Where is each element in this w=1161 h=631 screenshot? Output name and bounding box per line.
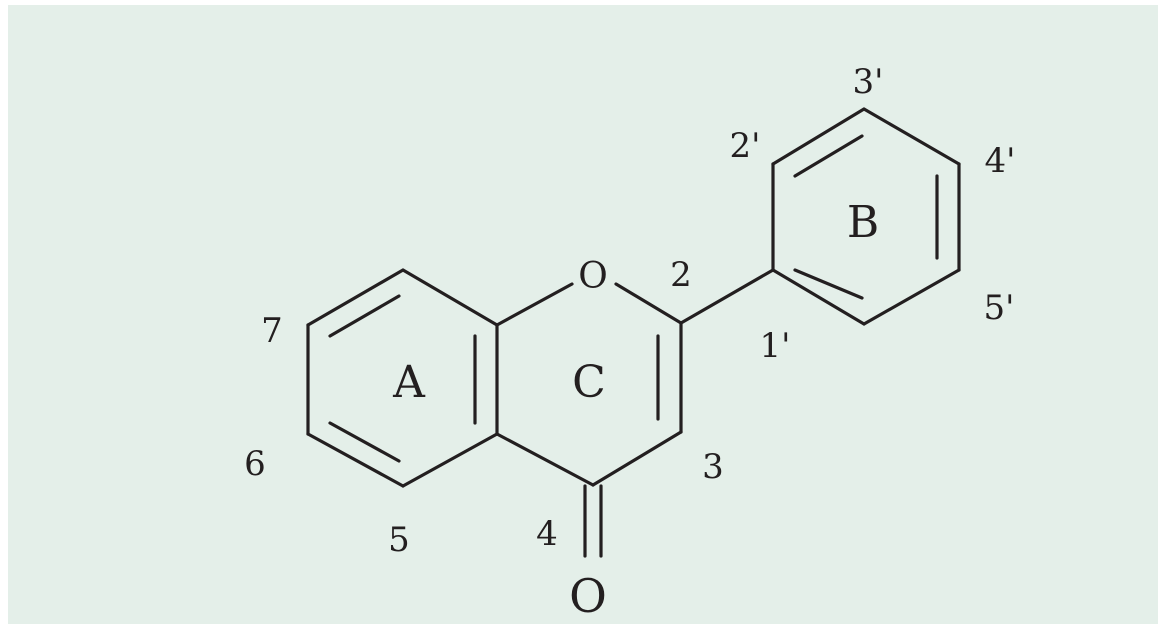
position-7-label: 7	[261, 311, 283, 351]
position-6-label: 6	[244, 444, 266, 484]
ring-b-label: B	[847, 197, 879, 248]
bond-c5prime-c6prime	[862, 268, 961, 326]
bond-c8a-c8	[401, 268, 499, 327]
bond-c4-c4a	[495, 432, 595, 487]
atom-and-position-labels: O O A C B 2 3 4 5 6 7 1' 2' 3' 4' 5'	[244, 62, 1015, 623]
position-3-label: 3	[702, 447, 724, 487]
bond-c2prime-c3prime	[771, 107, 866, 166]
bond-c6-c5	[306, 432, 405, 488]
bond-inner-c2prime-c3prime	[793, 134, 864, 178]
bond-inner-c8-c7	[328, 294, 401, 338]
position-1prime-label: 1'	[760, 326, 791, 366]
position-2prime-label: 2'	[730, 126, 761, 166]
position-5prime-label: 5'	[984, 288, 1015, 328]
bond-inner-c6prime-c1prime	[793, 268, 864, 300]
bond-o1-c2	[614, 282, 683, 325]
bond-c3prime-c4prime	[862, 107, 961, 166]
bond-inner-c6-c5	[328, 421, 401, 463]
bond-lines	[306, 107, 961, 558]
ring-oxygen-label: O	[578, 256, 608, 297]
ring-c-label: C	[572, 357, 606, 408]
position-4-label: 4	[536, 514, 558, 554]
position-2-label: 2	[670, 255, 692, 295]
bond-c5-c4a	[401, 432, 499, 488]
background-panel	[8, 5, 1158, 624]
bond-c8a-o1	[495, 282, 574, 327]
bond-c3-c4	[591, 430, 683, 487]
bond-c2-c1prime	[679, 268, 775, 325]
ring-a-label: A	[392, 357, 426, 408]
position-3prime-label: 3'	[853, 62, 884, 102]
carbonyl-oxygen-label: O	[569, 569, 607, 623]
position-5-label: 5	[388, 520, 410, 560]
position-4prime-label: 4'	[985, 141, 1016, 181]
bond-c6prime-c1prime	[771, 268, 866, 326]
bond-c8-c7	[306, 268, 405, 327]
